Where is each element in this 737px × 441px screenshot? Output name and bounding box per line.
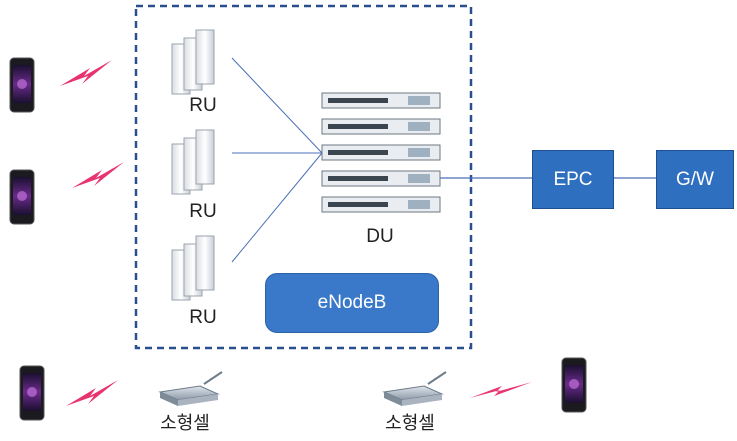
lightning-signal-icon (470, 382, 532, 398)
enodeb-boundary (134, 4, 473, 350)
ru-du-links (231, 57, 323, 263)
smartphone-icon (19, 365, 45, 421)
gw-box: G/W (656, 150, 734, 209)
small-cell-label: 소형셀 (385, 413, 435, 433)
lightning-signal-icon (66, 380, 118, 406)
enodeb-box: eNodeB (265, 273, 439, 333)
radio-unit-icon (171, 129, 215, 195)
wifi-router-icon (158, 371, 223, 406)
radio-unit-icon (171, 235, 215, 301)
smartphone-icon (9, 169, 35, 225)
ru-label: RU (189, 201, 217, 222)
smartphone-icon (561, 357, 587, 413)
wifi-router-icon (382, 371, 447, 406)
ru-label: RU (189, 95, 217, 116)
small-cell-label: 소형셀 (160, 413, 210, 433)
lightning-signal-icon (72, 162, 124, 188)
smartphone-icon (9, 57, 35, 113)
epc-box: EPC (532, 150, 614, 209)
du-label: DU (366, 226, 394, 247)
radio-unit-icon (171, 29, 215, 95)
server-rack-icon (321, 92, 441, 213)
lightning-signal-icon (60, 60, 112, 86)
ru-label: RU (189, 307, 217, 328)
